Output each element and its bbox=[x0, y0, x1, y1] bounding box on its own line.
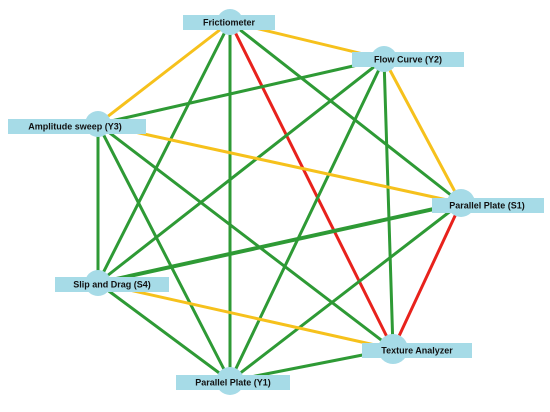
edges-layer bbox=[96, 20, 463, 383]
node-amplitude-sweep-y3: Amplitude sweep (Y3) bbox=[8, 111, 146, 137]
node-label-box bbox=[183, 15, 275, 30]
node-frictiometer: Frictiometer bbox=[183, 9, 275, 35]
edge-flow-curve-y2-parallel-plate-s1 bbox=[382, 57, 463, 205]
edge-frictiometer-texture-analyzer bbox=[228, 20, 395, 351]
edge-parallel-plate-s1-parallel-plate-y1 bbox=[228, 201, 463, 383]
node-label-box bbox=[8, 119, 146, 134]
node-slip-and-drag-s4: Slip and Drag (S4) bbox=[55, 270, 169, 296]
edge-amplitude-sweep-y3-parallel-plate-y1 bbox=[96, 122, 232, 383]
edge-slip-and-drag-s4-texture-analyzer bbox=[96, 281, 395, 351]
edge-flow-curve-y2-amplitude-sweep-y3 bbox=[96, 57, 386, 126]
edge-frictiometer-parallel-plate-s1 bbox=[228, 20, 463, 205]
node-parallel-plate-y1: Parallel Plate (Y1) bbox=[176, 367, 290, 395]
node-label: Frictiometer bbox=[203, 18, 256, 28]
node-label-box bbox=[362, 343, 472, 358]
edge-parallel-plate-s1-slip-and-drag-s4 bbox=[96, 201, 463, 285]
edge-frictiometer-amplitude-sweep-y3 bbox=[96, 20, 232, 126]
edge-flow-curve-y2-texture-analyzer bbox=[382, 57, 395, 351]
node-label-box bbox=[176, 375, 290, 390]
node-flow-curve-y2: Flow Curve (Y2) bbox=[352, 46, 464, 72]
node-label-box bbox=[352, 52, 464, 67]
node-parallel-plate-s1: Parallel Plate (S1) bbox=[432, 189, 544, 217]
edge-amplitude-sweep-y3-parallel-plate-s1 bbox=[96, 122, 463, 205]
node-label-box bbox=[55, 277, 169, 292]
edge-slip-and-drag-s4-parallel-plate-y1 bbox=[96, 281, 232, 383]
edge-frictiometer-slip-and-drag-s4 bbox=[96, 20, 232, 285]
edge-flow-curve-y2-parallel-plate-y1 bbox=[228, 57, 386, 383]
node-texture-analyzer: Texture Analyzer bbox=[362, 334, 472, 364]
node-label: Amplitude sweep (Y3) bbox=[28, 122, 122, 132]
edge-flow-curve-y2-slip-and-drag-s4 bbox=[96, 57, 386, 285]
node-label: Parallel Plate (S1) bbox=[449, 201, 525, 211]
node-label: Parallel Plate (Y1) bbox=[195, 378, 271, 388]
edge-amplitude-sweep-y3-texture-analyzer bbox=[96, 122, 395, 351]
node-label-box bbox=[432, 198, 544, 213]
node-label: Slip and Drag (S4) bbox=[73, 280, 151, 290]
node-label: Flow Curve (Y2) bbox=[374, 55, 442, 65]
edge-parallel-plate-s1-texture-analyzer bbox=[391, 201, 463, 351]
node-label: Texture Analyzer bbox=[381, 346, 453, 356]
